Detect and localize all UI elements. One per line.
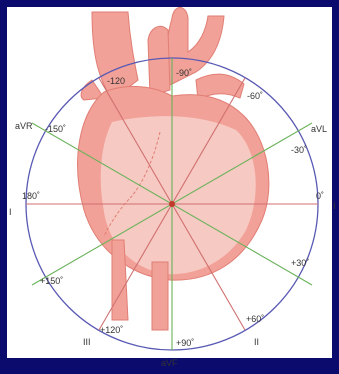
degree-label-180: 180˚ — [22, 191, 40, 201]
degree-label-pos90: +90˚ — [176, 338, 194, 348]
center-point — [169, 201, 175, 207]
degree-label-0: 0˚ — [316, 191, 324, 201]
degree-label-neg60: -60˚ — [247, 91, 263, 101]
lead-label-ii: II — [254, 337, 259, 347]
lead-label-i-left: I — [9, 207, 12, 217]
degree-label-pos150: +150˚ — [40, 276, 63, 286]
degree-label-pos30: +30˚ — [291, 258, 309, 268]
lead-label-avf: aVF — [161, 358, 178, 368]
lead-label-avl: aVL — [311, 124, 327, 134]
degree-label-pos120: +120˚ — [100, 325, 123, 335]
lead-label-iii: III — [83, 337, 91, 347]
descending-aorta — [152, 262, 168, 330]
ascending-aorta — [148, 26, 170, 96]
degree-label-neg150: -150˚ — [45, 124, 66, 134]
degree-label-pos60: +60˚ — [246, 314, 264, 324]
degree-label-neg90: -90˚ — [176, 68, 192, 78]
lead-label-avr: aVR — [15, 121, 33, 131]
degree-label-neg30: -30˚ — [291, 145, 307, 155]
lead-label-i-right: I — [333, 201, 336, 211]
degree-label-neg120: -120 — [107, 76, 125, 86]
